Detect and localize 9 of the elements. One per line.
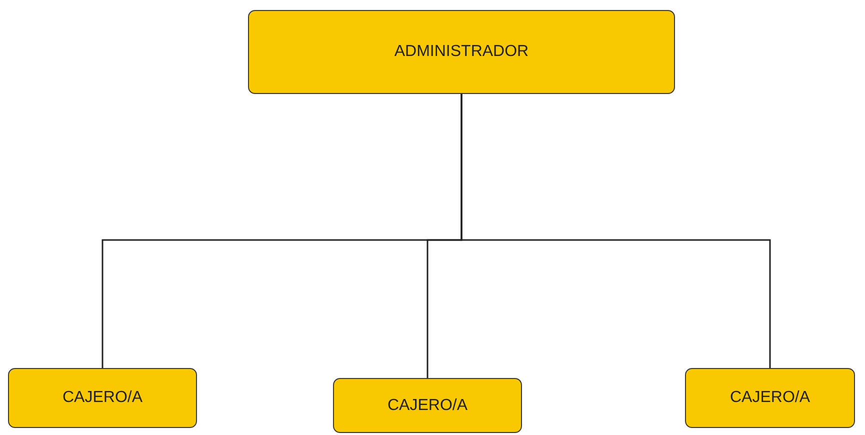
role-label: ADMINISTRADOR xyxy=(394,43,529,61)
role-label: CAJERO/A xyxy=(730,389,810,407)
role-box xyxy=(685,368,855,428)
role-box xyxy=(248,10,675,94)
role-label: CAJERO/A xyxy=(387,396,468,414)
role-box xyxy=(8,368,197,428)
role-label: CAJERO/A xyxy=(62,389,142,407)
connector-line xyxy=(460,94,771,368)
role-box xyxy=(333,378,522,433)
